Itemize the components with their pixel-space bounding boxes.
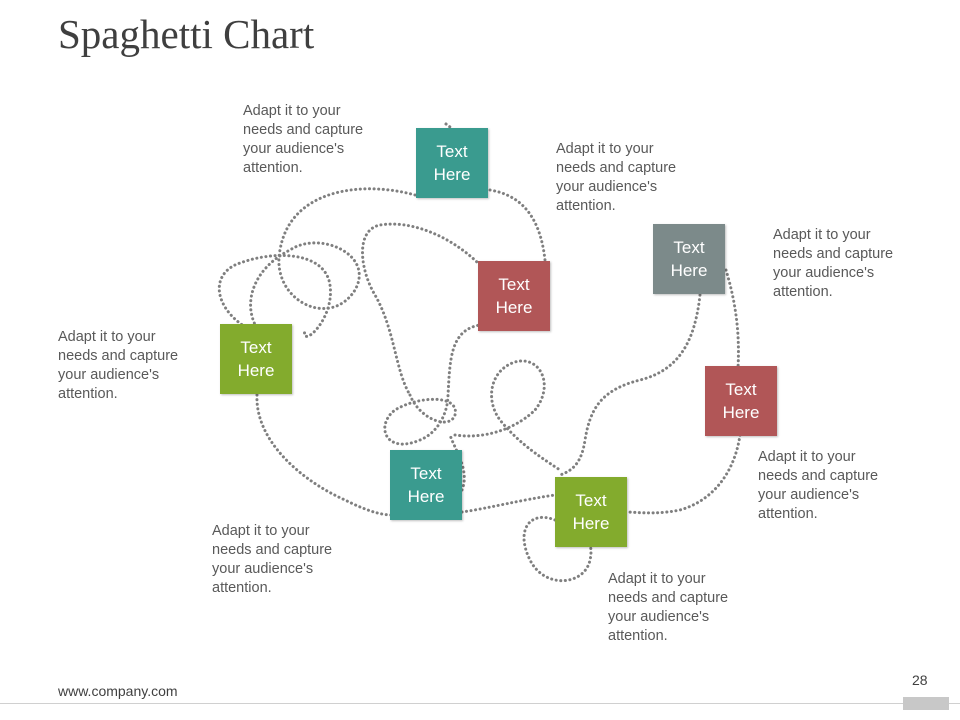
node-bottom: Text Here (390, 450, 462, 520)
note-top-left: Adapt it to your needs and capture your … (243, 103, 364, 176)
page-tab (903, 697, 949, 710)
node-right-upper: Text Here (653, 224, 725, 294)
note-left: Adapt it to your needs and capture your … (58, 329, 179, 402)
footer-divider (0, 703, 960, 704)
node-label: Text Here (670, 238, 708, 280)
note-right-lower: Adapt it to your needs and capture your … (758, 449, 879, 522)
note-right-upper: Adapt it to your needs and capture your … (773, 227, 894, 300)
node-bottom-right: Text Here (555, 477, 627, 547)
node-left: Text Here (220, 324, 292, 394)
node-label: Text Here (433, 142, 471, 184)
page-title: Spaghetti Chart (58, 11, 315, 57)
node-label: Text Here (237, 338, 275, 380)
page-number: 28 (912, 672, 928, 688)
node-label: Text Here (572, 491, 610, 533)
footer-url: www.company.com (58, 683, 178, 699)
node-right: Text Here (705, 366, 777, 436)
node-center: Text Here (478, 261, 550, 331)
node-top: Text Here (416, 128, 488, 198)
node-label: Text Here (722, 380, 760, 422)
note-top-right: Adapt it to your needs and capture your … (556, 141, 677, 214)
node-label: Text Here (495, 275, 533, 317)
note-bottom-right: Adapt it to your needs and capture your … (608, 571, 729, 644)
note-bottom-left: Adapt it to your needs and capture your … (212, 523, 333, 596)
node-label: Text Here (407, 464, 445, 506)
